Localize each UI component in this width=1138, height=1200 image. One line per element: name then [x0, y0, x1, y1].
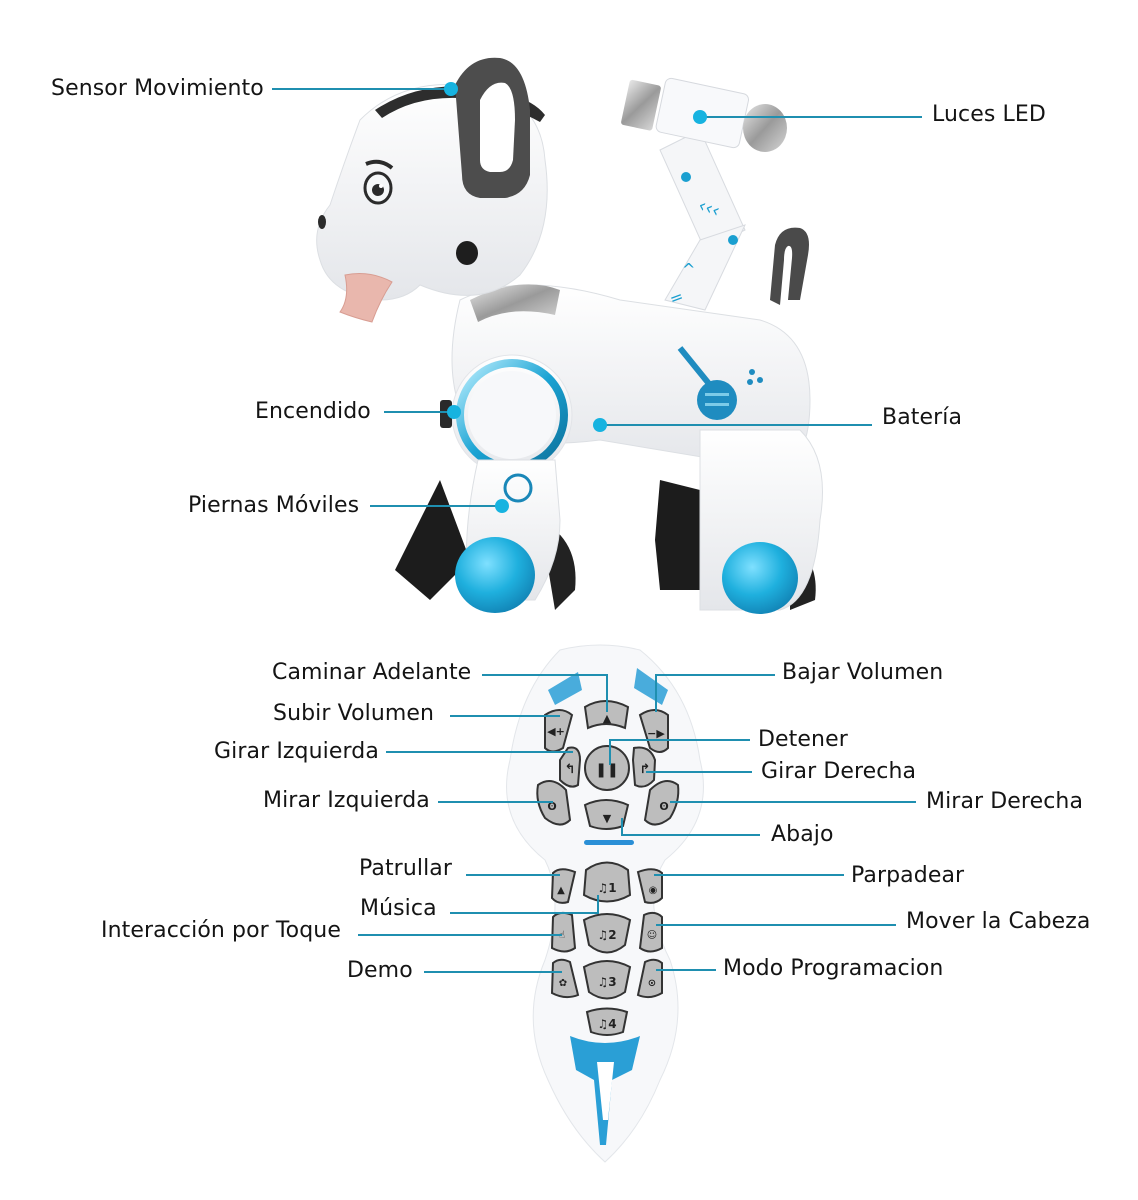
robot-dog: ‹‹‹ ^ =	[316, 57, 823, 614]
callout-abajo: Abajo	[771, 822, 834, 847]
callout-musica: Música	[360, 896, 437, 921]
svg-text:◀+: ◀+	[547, 725, 565, 738]
callout-demo: Demo	[347, 958, 413, 983]
callout-bajar-volumen: Bajar Volumen	[782, 660, 944, 685]
svg-text:♫4: ♫4	[597, 1017, 616, 1031]
callout-mover-la-cabeza: Mover la Cabeza	[906, 909, 1091, 934]
svg-text:↰: ↰	[565, 762, 576, 777]
callout-patrullar: Patrullar	[359, 856, 453, 881]
callout-girar-derecha: Girar Derecha	[761, 759, 917, 784]
svg-text:−▶: −▶	[647, 727, 665, 740]
svg-text:^: ^	[682, 260, 695, 279]
svg-text:↱: ↱	[640, 762, 651, 777]
svg-text:▼: ▼	[603, 812, 612, 825]
svg-text:ʘ: ʘ	[547, 800, 556, 813]
svg-text:❚❚: ❚❚	[595, 762, 618, 778]
callout-caminar-adelante: Caminar Adelante	[272, 660, 472, 685]
callout-lines	[272, 88, 922, 973]
callout-sensor-movimiento: Sensor Movimiento	[51, 76, 264, 101]
svg-text:◉: ◉	[649, 885, 658, 896]
callout-mirar-izquierda: Mirar Izquierda	[263, 788, 430, 813]
svg-text:▲: ▲	[557, 885, 565, 896]
callout-encendido: Encendido	[255, 399, 371, 424]
svg-text:♫1: ♫1	[597, 881, 616, 895]
callout-luces-led: Luces LED	[932, 102, 1046, 127]
callout-parpadear: Parpadear	[851, 863, 965, 888]
callout-modo-programacion: Modo Programacion	[723, 956, 944, 981]
callout-subir-volumen: Subir Volumen	[273, 701, 435, 726]
svg-text:☺: ☺	[647, 930, 657, 941]
callout-interaccion-por-toque: Interacción por Toque	[101, 918, 341, 943]
svg-text:▲: ▲	[603, 712, 612, 725]
callout-piernas-moviles: Piernas Móviles	[188, 493, 360, 518]
svg-text:⊙: ⊙	[648, 978, 656, 989]
callout-detener: Detener	[758, 727, 848, 752]
callout-mirar-derecha: Mirar Derecha	[926, 789, 1084, 814]
svg-text:♫2: ♫2	[597, 928, 616, 942]
svg-text:=: =	[667, 286, 686, 308]
callout-bateria: Batería	[882, 405, 963, 430]
svg-text:♫3: ♫3	[597, 975, 616, 989]
callout-dots	[444, 82, 707, 513]
callout-girar-izquierda: Girar Izquierda	[214, 739, 379, 764]
remote-control: ▲ ◀+ −▶ ❚❚ ↰ ↱ ʘ ʘ ▼ ▲	[506, 644, 704, 1163]
svg-text:ʘ: ʘ	[659, 800, 668, 813]
svg-text:✿: ✿	[559, 978, 567, 989]
